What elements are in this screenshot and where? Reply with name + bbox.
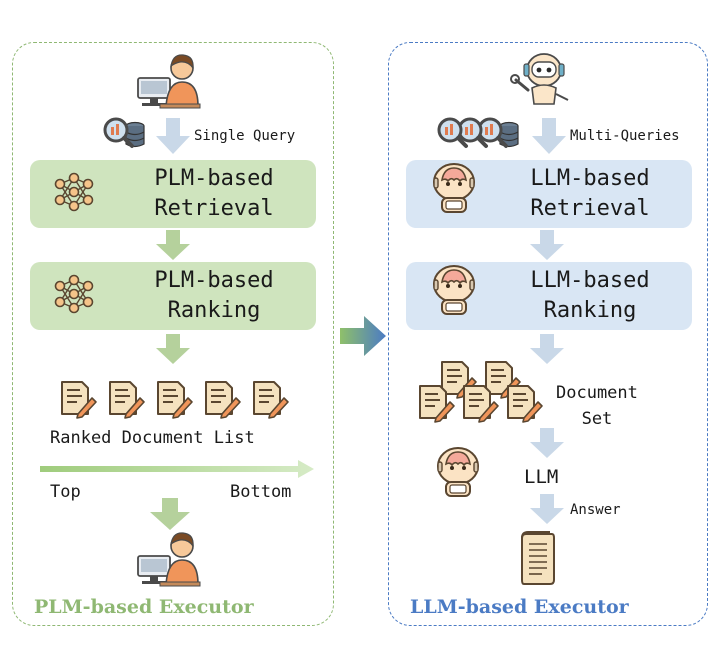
single-query-label: Single Query	[194, 128, 296, 144]
llm-robot-icon	[433, 163, 475, 213]
plm-executor-title: PLM-based Executor	[34, 596, 254, 618]
multi-queries-label: Multi-Queries	[570, 128, 680, 144]
neural-network-icon	[54, 274, 94, 314]
plm-retrieval-label: PLM-based Retrieval	[154, 166, 274, 221]
down-arrow-icon	[530, 494, 564, 524]
document-edit-icon	[253, 381, 289, 419]
search-database-icon	[103, 117, 145, 148]
document-edit-icon	[157, 381, 193, 419]
plm-executor-panel	[12, 42, 334, 626]
top-to-bottom-arrow	[40, 460, 314, 478]
document-set-label: Document Set	[556, 383, 638, 429]
top-label: Top	[50, 482, 81, 502]
llm-robot-icon	[433, 265, 475, 315]
down-arrow-icon	[150, 498, 190, 530]
down-arrow-icon	[530, 428, 564, 458]
down-arrow-icon	[530, 334, 564, 364]
document-edit-icon	[109, 381, 145, 419]
answer-label: Answer	[570, 502, 621, 518]
down-arrow-icon	[156, 334, 190, 364]
down-arrow-icon	[530, 230, 564, 260]
ranked-document-list-label: Ranked Document List	[50, 428, 255, 448]
scroll-icon	[521, 531, 555, 585]
down-arrow-icon	[156, 230, 190, 260]
document-edit-icon	[205, 381, 241, 419]
document-edit-icon	[463, 385, 499, 423]
plm-ranking-label: PLM-based Ranking	[154, 268, 274, 323]
down-arrow-icon	[156, 118, 190, 154]
user-at-computer-icon	[137, 54, 201, 109]
right-arrow-icon	[340, 316, 386, 356]
user-at-computer-icon	[137, 532, 201, 587]
neural-network-icon	[54, 172, 94, 212]
document-edit-icon	[507, 385, 543, 423]
llm-label: LLM	[524, 466, 559, 488]
llm-ranking-label: LLM-based Ranking	[530, 268, 650, 323]
search-database-icon	[437, 117, 519, 148]
llm-retrieval-label: LLM-based Retrieval	[530, 166, 650, 221]
document-edit-icon	[61, 381, 97, 419]
robot-mascot-icon	[510, 53, 569, 105]
llm-robot-icon	[437, 447, 479, 497]
down-arrow-icon	[532, 118, 566, 154]
llm-executor-panel	[388, 42, 708, 626]
llm-executor-title: LLM-based Executor	[410, 596, 629, 618]
document-edit-icon	[419, 385, 455, 423]
bottom-label: Bottom	[230, 482, 292, 502]
